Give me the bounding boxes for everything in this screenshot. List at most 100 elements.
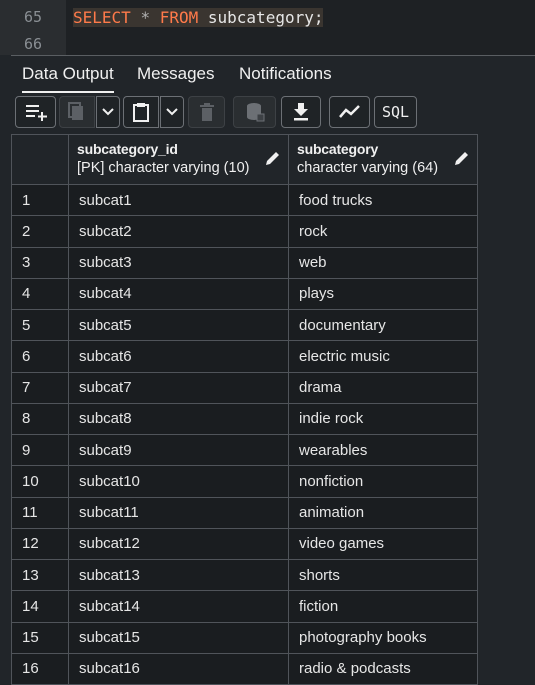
row-number[interactable]: 14 [11, 590, 69, 623]
cell-subcategory-id[interactable]: subcat1 [68, 183, 289, 217]
column-type: [PK] character varying (10) [77, 160, 250, 176]
cell-subcategory-id[interactable]: subcat15 [68, 621, 289, 654]
save-data-button[interactable] [233, 96, 276, 128]
row-number[interactable]: 15 [11, 621, 69, 654]
sql-editor[interactable]: 65 66 SELECT * FROM subcategory; [0, 0, 535, 55]
copy-button[interactable] [59, 96, 95, 128]
cell-subcategory-id[interactable]: subcat11 [68, 496, 289, 529]
cell-subcategory-id[interactable]: subcat12 [68, 527, 289, 561]
data-output-grid: subcategory_id [PK] character varying (1… [11, 134, 478, 685]
cell-subcategory[interactable]: animation [288, 496, 478, 529]
row-number[interactable]: 7 [11, 371, 69, 404]
row-number[interactable]: 6 [11, 340, 69, 373]
row-number[interactable]: 8 [11, 402, 69, 436]
column-name: subcategory [297, 141, 379, 157]
tab-data-output[interactable]: Data Output [22, 64, 114, 93]
cell-subcategory[interactable]: food trucks [288, 183, 478, 217]
column-header-subcategory[interactable]: subcategory character varying (64) [288, 134, 478, 185]
cell-subcategory-id[interactable]: subcat16 [68, 652, 289, 685]
cell-subcategory[interactable]: indie rock [288, 402, 478, 436]
copy-options-dropdown[interactable] [96, 96, 120, 128]
row-number-header[interactable] [11, 134, 69, 185]
sql-keyword: FROM [159, 8, 199, 27]
cell-subcategory[interactable]: documentary [288, 308, 478, 342]
download-button[interactable] [281, 96, 321, 128]
row-number[interactable]: 3 [11, 246, 69, 279]
delete-icon [199, 103, 214, 121]
code-line[interactable]: SELECT * FROM subcategory; [73, 8, 324, 27]
row-number[interactable]: 12 [11, 527, 69, 561]
cell-subcategory-id[interactable]: subcat13 [68, 558, 289, 592]
cell-subcategory-id[interactable]: subcat3 [68, 246, 289, 279]
cell-subcategory[interactable]: photography books [288, 621, 478, 654]
copy-icon [68, 102, 83, 120]
graph-icon [338, 105, 360, 118]
paste-options-dropdown[interactable] [160, 96, 184, 128]
cell-subcategory[interactable]: rock [288, 215, 478, 248]
column-name: subcategory_id [77, 141, 178, 157]
cell-subcategory-id[interactable]: subcat7 [68, 371, 289, 404]
add-row-button[interactable] [15, 96, 56, 128]
delete-button[interactable] [188, 96, 225, 128]
cell-subcategory-id[interactable]: subcat14 [68, 590, 289, 623]
add-row-icon [25, 105, 47, 121]
download-icon [294, 103, 308, 121]
cell-subcategory[interactable]: web [288, 246, 478, 279]
cell-subcategory[interactable]: fiction [288, 590, 478, 623]
sql-identifier: subcategory; [207, 8, 324, 27]
tab-notifications[interactable]: Notifications [239, 64, 332, 83]
cell-subcategory-id[interactable]: subcat2 [68, 215, 289, 248]
row-number[interactable]: 5 [11, 308, 69, 342]
cell-subcategory-id[interactable]: subcat5 [68, 308, 289, 342]
row-number[interactable]: 4 [11, 277, 69, 311]
row-number[interactable]: 11 [11, 496, 69, 529]
tab-messages[interactable]: Messages [137, 64, 215, 83]
cell-subcategory-id[interactable]: subcat9 [68, 433, 289, 467]
cell-subcategory[interactable]: drama [288, 371, 478, 404]
sql-operator: * [140, 8, 151, 27]
row-number[interactable]: 16 [11, 652, 69, 685]
row-number[interactable]: 1 [11, 183, 69, 217]
chevron-down-icon [166, 108, 178, 116]
cell-subcategory[interactable]: shorts [288, 558, 478, 592]
cell-subcategory-id[interactable]: subcat4 [68, 277, 289, 311]
paste-button[interactable] [123, 96, 159, 128]
column-header-subcategory-id[interactable]: subcategory_id [PK] character varying (1… [68, 134, 289, 185]
cell-subcategory[interactable]: electric music [288, 340, 478, 373]
row-number[interactable]: 9 [11, 433, 69, 467]
pencil-icon[interactable] [266, 151, 280, 165]
view-sql-button[interactable]: SQL [374, 96, 417, 128]
cell-subcategory-id[interactable]: subcat6 [68, 340, 289, 373]
row-number[interactable]: 13 [11, 558, 69, 592]
cell-subcategory-id[interactable]: subcat8 [68, 402, 289, 436]
output-tabs: Data Output Messages Notifications [11, 55, 535, 94]
cell-subcategory[interactable]: wearables [288, 433, 478, 467]
cell-subcategory[interactable]: nonfiction [288, 465, 478, 498]
graph-visualiser-button[interactable] [329, 96, 370, 128]
cell-subcategory-id[interactable]: subcat10 [68, 465, 289, 498]
row-number[interactable]: 10 [11, 465, 69, 498]
paste-icon [133, 103, 149, 122]
pencil-icon[interactable] [455, 151, 469, 165]
row-number[interactable]: 2 [11, 215, 69, 248]
grid-header-row: subcategory_id [PK] character varying (1… [11, 134, 478, 185]
cell-subcategory[interactable]: video games [288, 527, 478, 561]
cell-subcategory[interactable]: plays [288, 277, 478, 311]
cell-subcategory[interactable]: radio & podcasts [288, 652, 478, 685]
